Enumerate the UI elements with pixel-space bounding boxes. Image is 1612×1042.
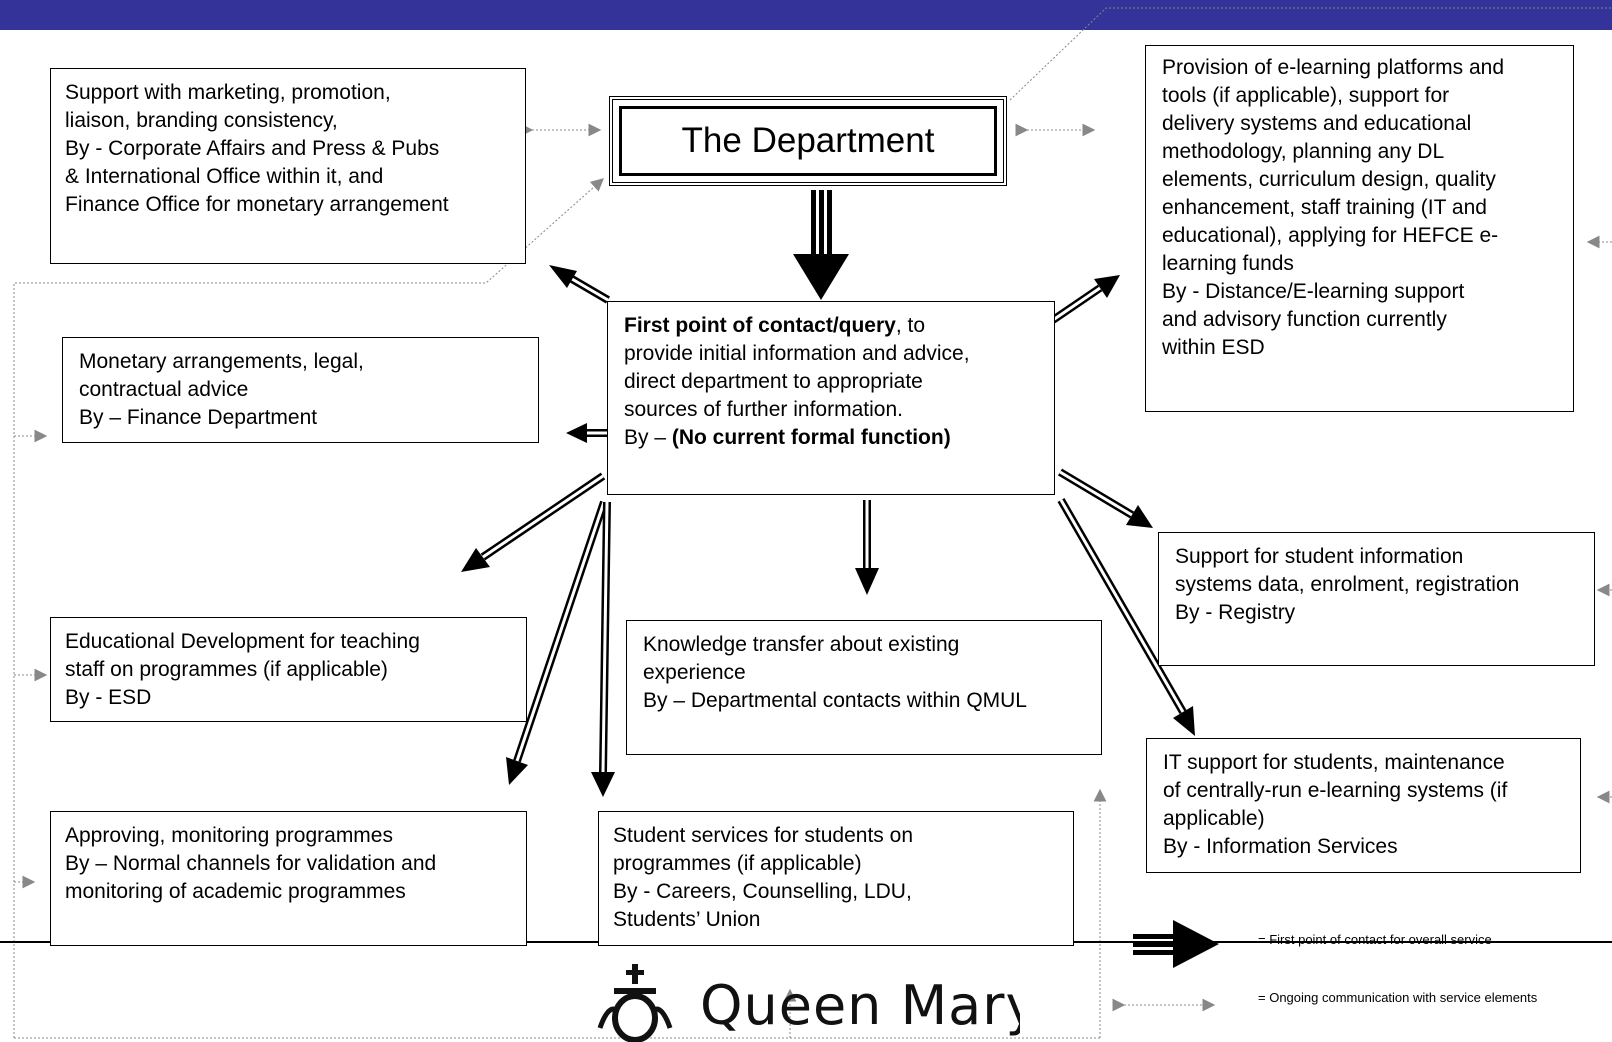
box-line: Support with marketing, promotion, <box>65 81 391 104</box>
arrow-to-approving <box>506 500 608 785</box>
box-line: direct department to appropriate <box>624 370 923 393</box>
logo-text: Queen Mary <box>700 974 1020 1037</box>
box-line: Support for student information <box>1175 545 1464 568</box>
box-text: , to <box>895 314 926 337</box>
box-line: systems data, enrolment, registration <box>1175 573 1520 596</box>
box-line: elements, curriculum design, quality <box>1162 168 1496 191</box>
arrow-to-elearning <box>1050 275 1120 324</box>
box-line: learning funds <box>1162 252 1294 275</box>
box-line: By – Normal channels for validation and <box>65 852 437 875</box>
legend-solid-arrow <box>1133 920 1219 968</box>
box-line: By - Corporate Affairs and Press & Pubs <box>65 137 440 160</box>
arrow-to-monetary <box>566 423 607 443</box>
box-line: delivery systems and educational <box>1162 112 1472 135</box>
queen-mary-logo: Queen Mary <box>570 958 1020 1042</box>
educational-box: Educational Development for teaching sta… <box>50 617 527 722</box>
knowledge-box: Knowledge transfer about existing experi… <box>626 620 1102 755</box>
box-line: Student services for students on <box>613 824 913 847</box>
marketing-box: Support with marketing, promotion, liais… <box>50 68 526 264</box>
arrow-to-it-support <box>1057 498 1195 736</box>
box-line: enhancement, staff training (IT and <box>1162 196 1487 219</box>
first-contact-heading: First point of contact/query <box>624 314 896 337</box>
box-line: By - Careers, Counselling, LDU, <box>613 880 912 903</box>
box-line: By – Finance Department <box>79 406 318 429</box>
box-line: Provision of e-learning platforms and <box>1162 56 1505 79</box>
box-line: methodology, planning any DL <box>1162 140 1445 163</box>
service-arrows <box>461 265 1195 797</box>
legend-first-contact-label: = First point of contact for overall ser… <box>1258 932 1492 947</box>
box-line: Knowledge transfer about existing <box>643 633 960 656</box>
box-line: provide initial information and advice, <box>624 342 970 365</box>
box-line: Finance Office for monetary arrangement <box>65 193 449 216</box>
it-support-box: IT support for students, maintenance of … <box>1146 738 1581 873</box>
legend-ongoing-label: = Ongoing communication with service ele… <box>1258 990 1538 1005</box>
dotted-link-top-right <box>1009 7 1612 101</box>
registry-box: Support for student information systems … <box>1158 532 1595 666</box>
box-line: contractual advice <box>79 378 249 401</box>
box-line: Students’ Union <box>613 908 761 931</box>
box-line: By - ESD <box>65 686 152 709</box>
box-line: educational), applying for HEFCE e- <box>1162 224 1499 247</box>
box-line: IT support for students, maintenance <box>1163 751 1505 774</box>
arrow-to-knowledge <box>855 500 879 595</box>
department-title: The Department <box>681 121 935 160</box>
elearning-box: Provision of e-learning platforms and to… <box>1145 45 1574 412</box>
box-line: staff on programmes (if applicable) <box>65 658 388 681</box>
box-line: & International Office within it, and <box>65 165 384 188</box>
box-line: By – Departmental contacts within QMUL <box>643 689 1027 712</box>
department-box: The Department <box>609 96 1007 186</box>
monetary-box: Monetary arrangements, legal, contractua… <box>62 337 539 443</box>
ongoing-communication-lines <box>13 7 1612 1039</box>
box-line: Monetary arrangements, legal, <box>79 350 364 373</box>
box-line: Approving, monitoring programmes <box>65 824 393 847</box>
dotted-left-bus <box>13 178 604 1038</box>
top-banner-bar <box>0 0 1612 30</box>
student-services-box: Student services for students on program… <box>598 811 1074 946</box>
box-line: and advisory function currently <box>1162 308 1447 331</box>
arrow-to-marketing <box>549 265 611 304</box>
approving-box: Approving, monitoring programmes By – No… <box>50 811 527 946</box>
box-line: By - Registry <box>1175 601 1296 624</box>
box-line: monitoring of academic programmes <box>65 880 406 903</box>
box-line: applicable) <box>1163 807 1265 830</box>
box-line: By - Information Services <box>1163 835 1398 858</box>
crown-icon <box>597 964 673 1042</box>
box-line: of centrally-run e-learning systems (if <box>1163 779 1508 802</box>
first-contact-box: First point of contact/query, to provide… <box>607 301 1055 495</box>
box-line: tools (if applicable), support for <box>1162 84 1450 107</box>
box-line: By - Distance/E-learning support <box>1162 280 1465 303</box>
arrow-to-registry <box>1057 468 1153 528</box>
box-line: experience <box>643 661 746 684</box>
box-text: By – <box>624 426 672 449</box>
arrow-to-educational <box>461 472 606 572</box>
box-line: liaison, branding consistency, <box>65 109 338 132</box>
no-formal-function-label: (No current formal function) <box>671 426 951 449</box>
arrow-to-student-services <box>591 501 615 797</box>
box-line: Educational Development for teaching <box>65 630 420 653</box>
box-line: sources of further information. <box>624 398 903 421</box>
box-line: programmes (if applicable) <box>613 852 862 875</box>
main-arrow <box>793 190 849 300</box>
box-line: within ESD <box>1162 336 1265 359</box>
